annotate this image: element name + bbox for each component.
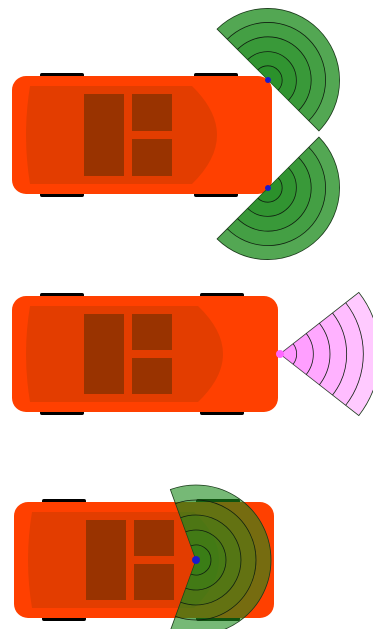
front-center-sensor-ring-fill-5 <box>280 343 297 365</box>
front-center-sensor-ring-fill-3 <box>280 323 330 385</box>
front-right-window <box>134 564 174 600</box>
front-center-sensor-node-icon <box>276 350 284 358</box>
windshield-sensor-ring-1 <box>175 499 257 621</box>
cabin-shade <box>26 306 223 402</box>
front-right-window <box>132 358 172 394</box>
front-right-corner-sensor-ring-2 <box>237 157 312 232</box>
front-right-corner-sensor <box>216 136 340 260</box>
front-left-corner-sensor-ring-fill-1 <box>227 22 326 121</box>
rear-window <box>84 314 124 394</box>
windshield-sensor-ring-fill-4 <box>190 545 211 575</box>
front-right-corner-sensor-ring-fill-2 <box>237 157 312 232</box>
front-right-corner-sensor-ring-fill-1 <box>227 147 326 246</box>
windshield-sensor-ring-3 <box>185 529 227 591</box>
front-right-corner-sensor-node-icon <box>265 185 271 191</box>
car-2-front-center-sensor <box>12 291 373 417</box>
front-center-sensor-ring-4 <box>305 333 314 375</box>
front-center-sensor-ring-1 <box>345 302 364 406</box>
front-center-sensor-ring-2 <box>332 312 347 396</box>
front-right-window <box>132 139 172 176</box>
windshield-sensor-ring-2 <box>180 514 242 606</box>
windshield-sensor-node-icon <box>192 556 200 564</box>
front-left-corner-sensor-ring-fill-2 <box>237 36 312 111</box>
front-right-corner-sensor-ring-fill-3 <box>247 167 297 217</box>
windshield-sensor-ring-4 <box>190 544 212 576</box>
front-center-sensor-ring-5 <box>292 343 297 365</box>
car-3-windshield-sensor <box>14 484 274 629</box>
rear-window <box>86 520 126 600</box>
front-left-window <box>134 520 174 556</box>
front-center-sensor <box>276 291 373 417</box>
front-left-window <box>132 314 172 350</box>
front-left-corner-sensor-ring-1 <box>226 22 326 122</box>
front-left-corner-sensor-node-icon <box>265 77 271 83</box>
front-right-corner-sensor-ring-3 <box>247 167 297 217</box>
car-1-dual-front-corner-sensors-body <box>12 73 272 197</box>
front-right-corner-sensor-ring-1 <box>226 146 326 246</box>
front-left-corner-sensor-ring-3 <box>247 51 297 101</box>
windshield-sensor <box>169 484 272 629</box>
front-center-sensor-ring-fill-1 <box>280 302 364 406</box>
front-left-corner-sensor-ring-4 <box>257 65 283 91</box>
rear-window <box>84 94 124 176</box>
front-left-window <box>132 94 172 131</box>
front-center-sensor-ring-3 <box>319 322 331 386</box>
car-2-front-center-sensor-body <box>12 293 278 415</box>
front-left-corner-sensor <box>216 8 340 132</box>
front-right-corner-sensor-ring-4 <box>257 177 283 203</box>
front-left-corner-sensor-ring-fill-3 <box>247 51 297 101</box>
front-left-corner-sensor-ring-2 <box>237 36 312 111</box>
front-center-sensor-coverage-area <box>279 291 373 417</box>
car-1-dual-front-corner-sensors <box>12 8 340 260</box>
